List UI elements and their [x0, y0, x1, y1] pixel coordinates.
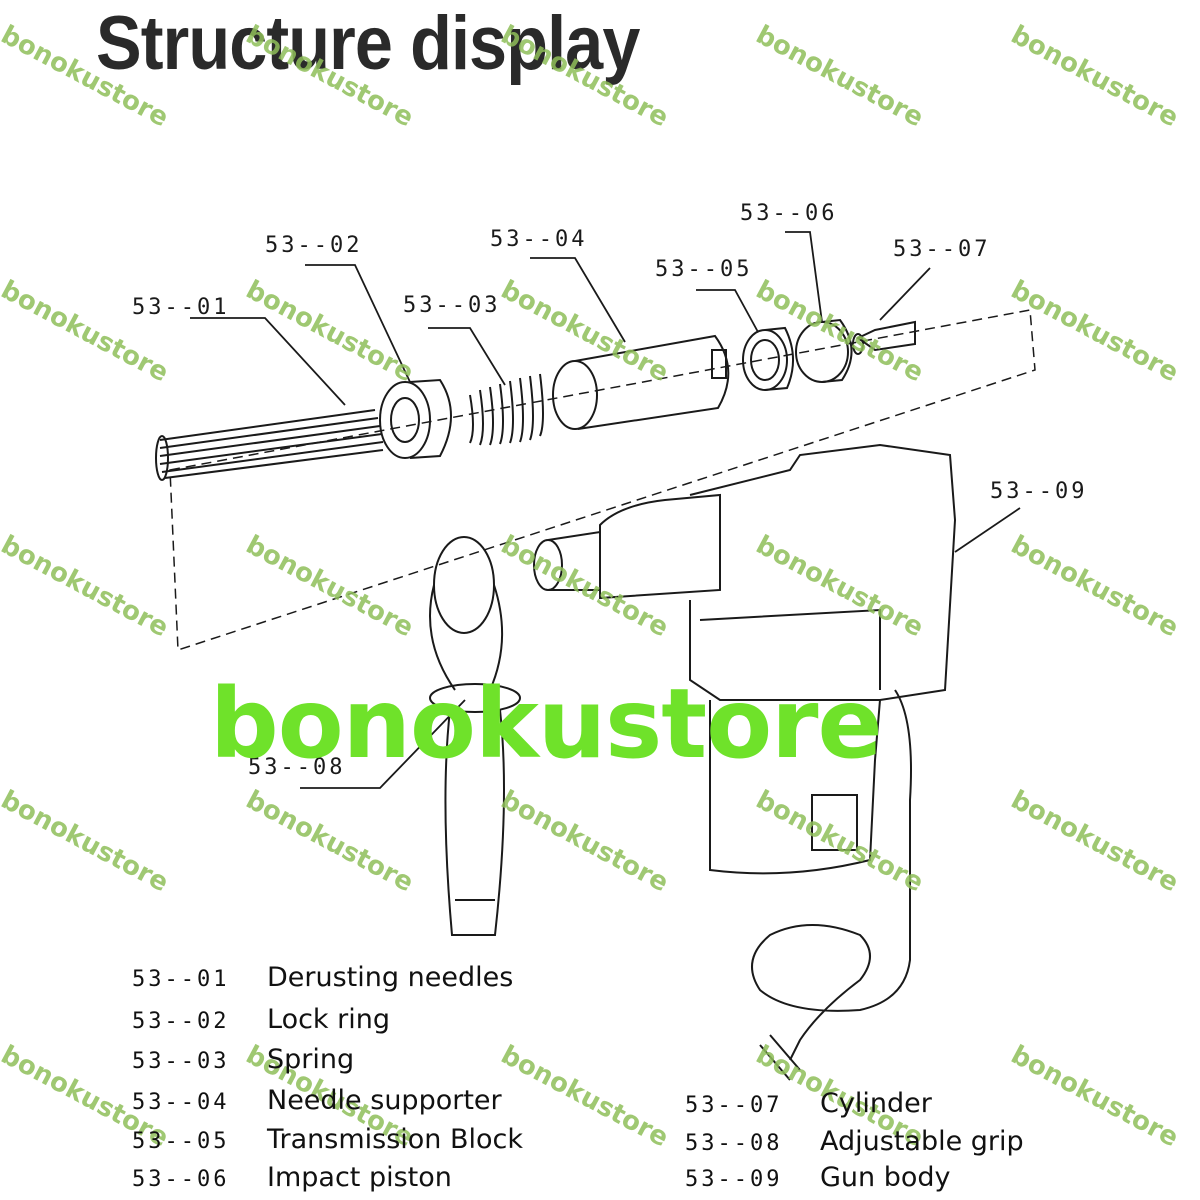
legend-code: 53--02 — [132, 1009, 230, 1034]
legend-item: 53--03 Spring — [132, 1044, 354, 1075]
legend-item: 53--08 Adjustable grip — [685, 1126, 1024, 1157]
callout-53-04: 53--04 — [490, 227, 587, 252]
legend-item: 53--07 Cylinder — [685, 1088, 932, 1119]
legend-name: Lock ring — [267, 1004, 391, 1035]
callout-53-02: 53--02 — [265, 233, 362, 258]
callout-53-07: 53--07 — [893, 237, 990, 262]
legend-item: 53--04 Needle supporter — [132, 1085, 502, 1116]
legend-item: 53--09 Gun body — [685, 1162, 951, 1193]
derusting-needles-part — [155, 409, 384, 481]
legend-name: Adjustable grip — [820, 1126, 1024, 1157]
callout-53-05: 53--05 — [655, 257, 752, 282]
spring-part — [469, 373, 544, 446]
adjustable-grip-part — [429, 536, 521, 936]
legend-code: 53--05 — [132, 1129, 230, 1154]
gun-body-part — [533, 443, 957, 1081]
legend-name: Gun body — [820, 1162, 951, 1193]
legend-code: 53--07 — [685, 1093, 783, 1118]
legend-code: 53--03 — [132, 1049, 230, 1074]
page-title: Structure display — [96, 1, 640, 86]
legend-name: Derusting needles — [267, 962, 514, 993]
leader-lines — [190, 231, 1021, 789]
legend-item: 53--01 Derusting needles — [132, 962, 513, 993]
legend-name: Cylinder — [820, 1088, 932, 1119]
callout-53-03: 53--03 — [403, 293, 500, 318]
legend-code: 53--06 — [132, 1167, 230, 1192]
cylinder-part — [852, 320, 916, 355]
watermark-large: bonokustore — [210, 668, 883, 780]
legend-item: 53--02 Lock ring — [132, 1004, 390, 1035]
legend-code: 53--01 — [132, 967, 230, 992]
callout-53-06: 53--06 — [740, 201, 837, 226]
legend-item: 53--05 Transmission Block — [132, 1124, 523, 1155]
callout-53-08: 53--08 — [248, 755, 345, 780]
legend-code: 53--04 — [132, 1090, 230, 1115]
legend-item: 53--06 Impact piston — [132, 1162, 452, 1193]
legend-name: Transmission Block — [267, 1124, 524, 1155]
transmission-block-part — [742, 326, 795, 391]
legend-name: Needle supporter — [267, 1085, 502, 1116]
callout-labels: 53--01 53--02 53--03 53--04 53--05 53--0… — [132, 201, 1087, 780]
legend-name: Spring — [267, 1044, 355, 1075]
lock-ring-part — [379, 378, 452, 459]
legend-code: 53--09 — [685, 1167, 783, 1192]
callout-53-01: 53--01 — [132, 295, 229, 320]
legend-name: Impact piston — [267, 1162, 452, 1193]
needle-supporter-part — [552, 334, 730, 430]
legend-code: 53--08 — [685, 1131, 783, 1156]
callout-53-09: 53--09 — [990, 479, 1087, 504]
